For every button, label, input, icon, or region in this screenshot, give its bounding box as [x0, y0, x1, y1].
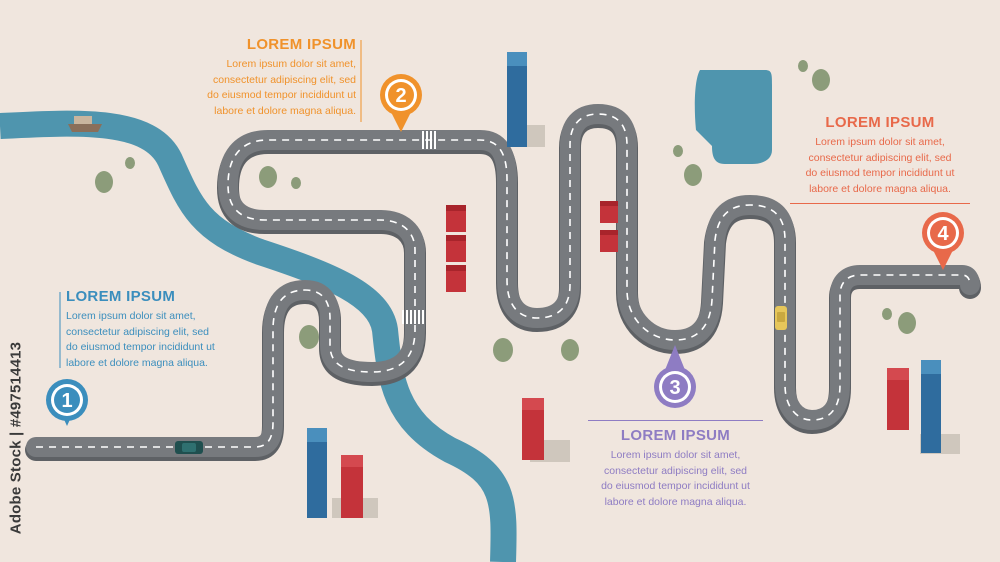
milestone-pin-2: 2 [380, 74, 422, 132]
red-houses [446, 201, 618, 292]
pin-3-number: 3 [669, 377, 680, 399]
milestone-2-text: LOREM IPSUM Lorem ipsum dolor sit amet, … [178, 36, 356, 119]
pin-2-number: 2 [395, 85, 406, 107]
river [0, 110, 517, 562]
milestone-pin-4: 4 [922, 212, 964, 270]
crosswalk-top [422, 131, 436, 149]
milestone-2-body: Lorem ipsum dolor sit amet, consectetur … [207, 58, 356, 117]
pin-1-number: 1 [61, 390, 72, 412]
car [175, 441, 203, 454]
trees [95, 60, 916, 362]
milestone-4-rule [790, 203, 970, 204]
milestone-1-text: LOREM IPSUM Lorem ipsum dolor sit amet, … [66, 288, 266, 371]
milestone-3-title: LOREM IPSUM [620, 427, 731, 444]
milestone-3-rule [588, 420, 763, 421]
stock-watermark-text: Adobe Stock | #497514413 [7, 341, 25, 534]
milestone-3-text: LOREM IPSUM Lorem ipsum dolor sit amet, … [588, 420, 763, 510]
milestone-4-text: LOREM IPSUM Lorem ipsum dolor sit amet, … [790, 114, 970, 204]
milestone-1-body: Lorem ipsum dolor sit amet, consectetur … [66, 310, 215, 369]
milestone-4-title: LOREM IPSUM [825, 114, 935, 131]
stock-watermark: Adobe Stock | #497514413 [6, 330, 26, 545]
lake [694, 70, 772, 164]
boat [68, 116, 102, 132]
milestone-3-body: Lorem ipsum dolor sit amet, consectetur … [601, 449, 750, 508]
milestone-2-title: LOREM IPSUM [246, 36, 356, 53]
milestone-pin-3: 3 [654, 345, 696, 408]
milestone-4-body: Lorem ipsum dolor sit amet, consectetur … [805, 136, 955, 195]
crosswalk-middle [402, 310, 424, 324]
milestone-pin-1: 1 [46, 379, 88, 426]
buildings [307, 52, 960, 518]
taxi [775, 306, 787, 330]
road [25, 104, 981, 461]
milestone-1-title: LOREM IPSUM [66, 288, 176, 305]
pin-4-number: 4 [937, 223, 949, 245]
